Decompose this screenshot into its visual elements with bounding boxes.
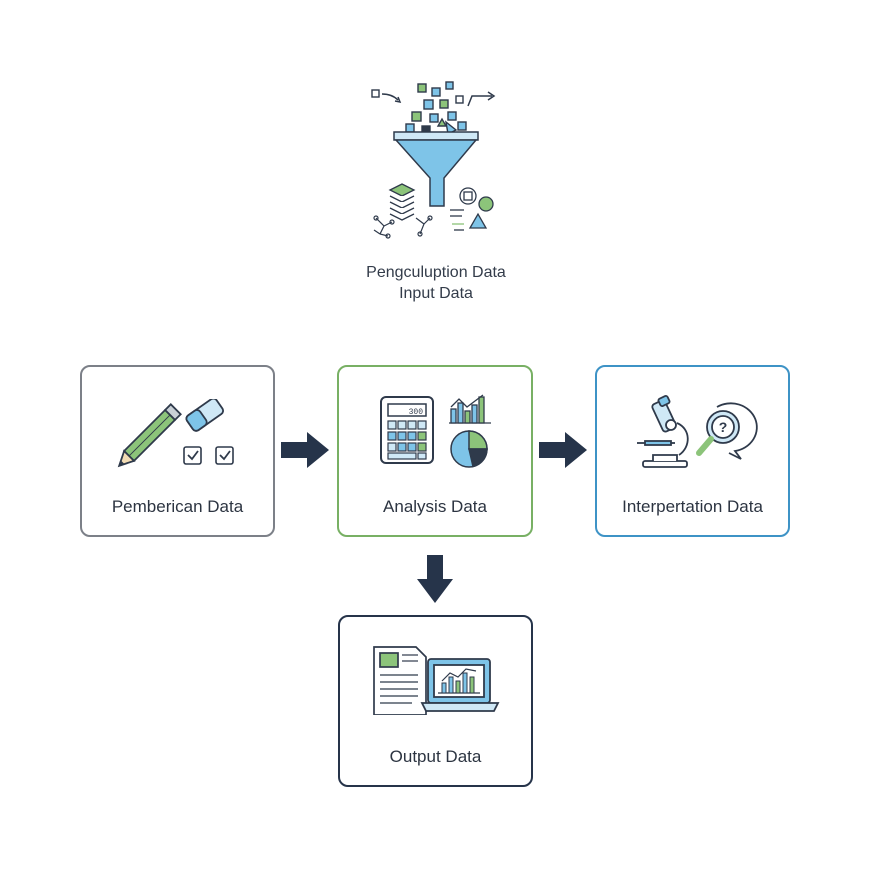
stage-label-interpretation: Interpertation Data <box>622 497 763 516</box>
arrow-right-icon <box>281 432 329 468</box>
svg-text:?: ? <box>719 419 728 435</box>
calculator-chart-icon: 300 <box>380 394 491 468</box>
stage-box-analysis: 300 <box>337 365 533 537</box>
stage-box-output: Output Data <box>338 615 533 787</box>
arrow-right-icon <box>539 432 587 468</box>
input-stage-label-line2: Input Data <box>399 285 473 302</box>
stage-box-pemberian: Pemberican Data <box>80 365 275 537</box>
stage-label-analysis: Analysis Data <box>383 497 487 516</box>
microscope-magnifier-icon: ? <box>637 395 758 468</box>
input-stage-label-line1: Pengculuption Data <box>366 264 506 281</box>
svg-text:300: 300 <box>409 408 424 417</box>
arrow-down-icon <box>417 555 453 603</box>
pencil-eraser-checkbox-icon <box>117 399 234 468</box>
stage-box-interpretation: ? Interpertation Data <box>595 365 790 537</box>
stage-label-output: Output Data <box>389 747 482 766</box>
funnel-data-icon <box>371 81 496 239</box>
input-stage-label: Pengculuption Data Input Data <box>300 262 572 304</box>
document-laptop-chart-icon <box>373 646 500 715</box>
stage-label-pemberian: Pemberican Data <box>111 497 244 516</box>
